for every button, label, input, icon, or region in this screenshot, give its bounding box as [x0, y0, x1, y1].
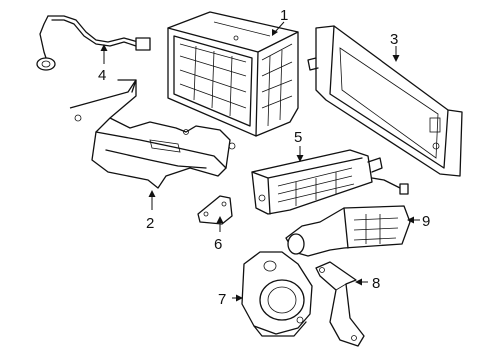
- callout-3: 3: [390, 31, 398, 48]
- callout-5: 5: [294, 129, 302, 146]
- callout-4: 4: [98, 67, 106, 84]
- callout-8: 8: [372, 275, 380, 292]
- leader-lines: [100, 21, 420, 302]
- part-9-duct: [285, 205, 411, 257]
- part-1-battery-box: [167, 11, 299, 137]
- part-2-tray-bracket: [69, 79, 236, 189]
- callout-1: 1: [280, 7, 288, 24]
- part-6-plate: [197, 195, 233, 225]
- part-4-wire-harness: [36, 15, 151, 71]
- part-5-control-module: [251, 149, 409, 215]
- callout-6: 6: [214, 236, 222, 253]
- callout-2: 2: [146, 215, 154, 232]
- part-3-cover-panel: [307, 25, 463, 177]
- callout-7: 7: [218, 291, 226, 308]
- part-7-fan-assembly: [241, 251, 313, 337]
- callout-9: 9: [422, 213, 430, 230]
- part-8-bracket: [315, 261, 365, 347]
